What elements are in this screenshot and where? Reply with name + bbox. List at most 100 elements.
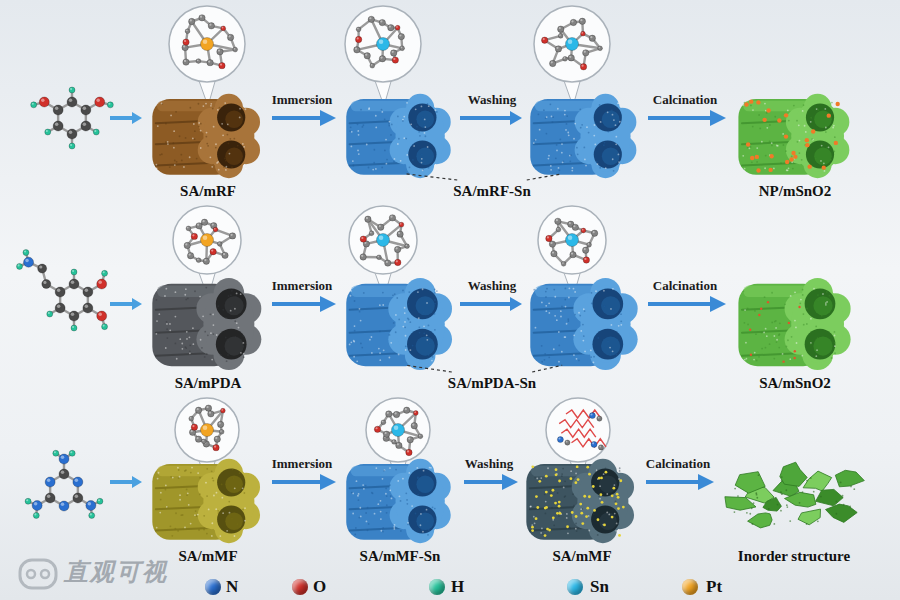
atom: [563, 56, 568, 61]
surface-texture: [782, 144, 784, 146]
surface-texture: [756, 161, 758, 163]
pore-channel: [594, 103, 622, 131]
surface-texture: [753, 359, 755, 361]
surface-texture: [434, 524, 436, 526]
washing-arrow-head: [510, 297, 522, 311]
step-label: Washing: [468, 92, 516, 107]
surface-texture: [230, 294, 232, 296]
surface-texture: [205, 482, 207, 484]
surface-texture: [588, 132, 590, 134]
surface-texture: [790, 295, 792, 297]
surface-texture: [225, 166, 227, 168]
surface-texture: [231, 304, 233, 306]
surface-texture: [353, 341, 355, 343]
surface-texture: [556, 149, 558, 151]
surface-texture: [806, 523, 808, 525]
surface-texture: [181, 343, 183, 345]
particle-dot: [558, 505, 561, 508]
surface-texture: [571, 167, 573, 169]
surface-texture: [218, 169, 220, 171]
surface-texture: [849, 506, 851, 508]
surface-texture: [614, 517, 616, 519]
surface-texture: [545, 117, 547, 119]
surface-texture: [405, 492, 407, 494]
surface-texture: [194, 514, 196, 516]
feed-arrow-shape: [110, 298, 142, 310]
surface-texture: [553, 289, 555, 291]
surface-texture: [800, 299, 802, 301]
atom: [229, 233, 235, 239]
atom-shine: [566, 441, 568, 443]
atom: [572, 224, 578, 230]
surface-texture: [227, 134, 229, 136]
surface-texture: [159, 154, 161, 156]
particle-dot: [755, 155, 759, 159]
surface-texture: [189, 344, 191, 346]
atom: [356, 27, 361, 32]
atom-shine: [393, 58, 395, 60]
atom: [546, 235, 552, 241]
surface-texture: [174, 528, 176, 530]
surface-texture: [833, 125, 835, 127]
surface-texture: [404, 312, 406, 314]
surface-texture: [764, 296, 766, 298]
surface-texture: [353, 356, 355, 358]
surface-texture: [421, 158, 423, 160]
surface-texture: [427, 520, 429, 522]
particle-dot: [766, 108, 770, 112]
surface-texture: [418, 326, 420, 328]
surface-texture: [228, 501, 230, 503]
atom: [97, 279, 107, 289]
polymer-chain: [566, 410, 601, 418]
surface-texture: [618, 102, 620, 104]
bubble-outline: [349, 206, 417, 274]
surface-texture: [815, 355, 817, 357]
surface-texture: [198, 122, 200, 124]
atom: [589, 413, 595, 419]
atom-shine: [103, 271, 105, 273]
surface-texture: [834, 345, 836, 347]
surface-texture: [184, 294, 186, 296]
surface-texture: [786, 346, 788, 348]
atom: [102, 324, 108, 330]
step-label: Immersion: [272, 278, 333, 293]
surface-texture: [200, 147, 202, 149]
surface-texture: [393, 528, 395, 530]
surface-texture: [399, 495, 401, 497]
atom: [365, 216, 371, 222]
particle-dot: [548, 529, 551, 532]
surface-texture: [532, 530, 534, 532]
logo-eye: [41, 570, 49, 578]
monomer-molecule: [31, 87, 114, 149]
surface-texture: [535, 327, 537, 329]
surface-texture: [619, 470, 621, 472]
surface-texture: [415, 513, 417, 515]
atom-shine: [197, 408, 199, 410]
surface-texture: [792, 168, 794, 170]
surface-texture: [235, 336, 237, 338]
atom: [39, 97, 49, 107]
atom: [73, 493, 83, 503]
surface-texture: [421, 162, 423, 164]
pore-depth: [225, 110, 243, 128]
atom: [406, 449, 412, 455]
surface-texture: [411, 505, 413, 507]
surface-texture: [222, 134, 224, 136]
surface-texture: [564, 495, 566, 497]
surface-texture: [206, 468, 208, 470]
surface-texture: [541, 301, 543, 303]
surface-texture: [769, 124, 771, 126]
atom-shine: [184, 40, 186, 42]
particle-dot: [749, 329, 751, 331]
surface-texture: [226, 360, 228, 362]
particle-dot: [545, 506, 548, 509]
surface-texture: [618, 161, 620, 163]
surface-texture: [199, 477, 201, 479]
surface-texture: [428, 105, 430, 107]
atom-shine: [186, 30, 188, 32]
particle-dot: [579, 503, 582, 506]
surface-texture: [360, 343, 362, 345]
surface-texture: [359, 507, 361, 509]
surface-texture: [373, 162, 375, 164]
surface-texture: [205, 136, 207, 138]
